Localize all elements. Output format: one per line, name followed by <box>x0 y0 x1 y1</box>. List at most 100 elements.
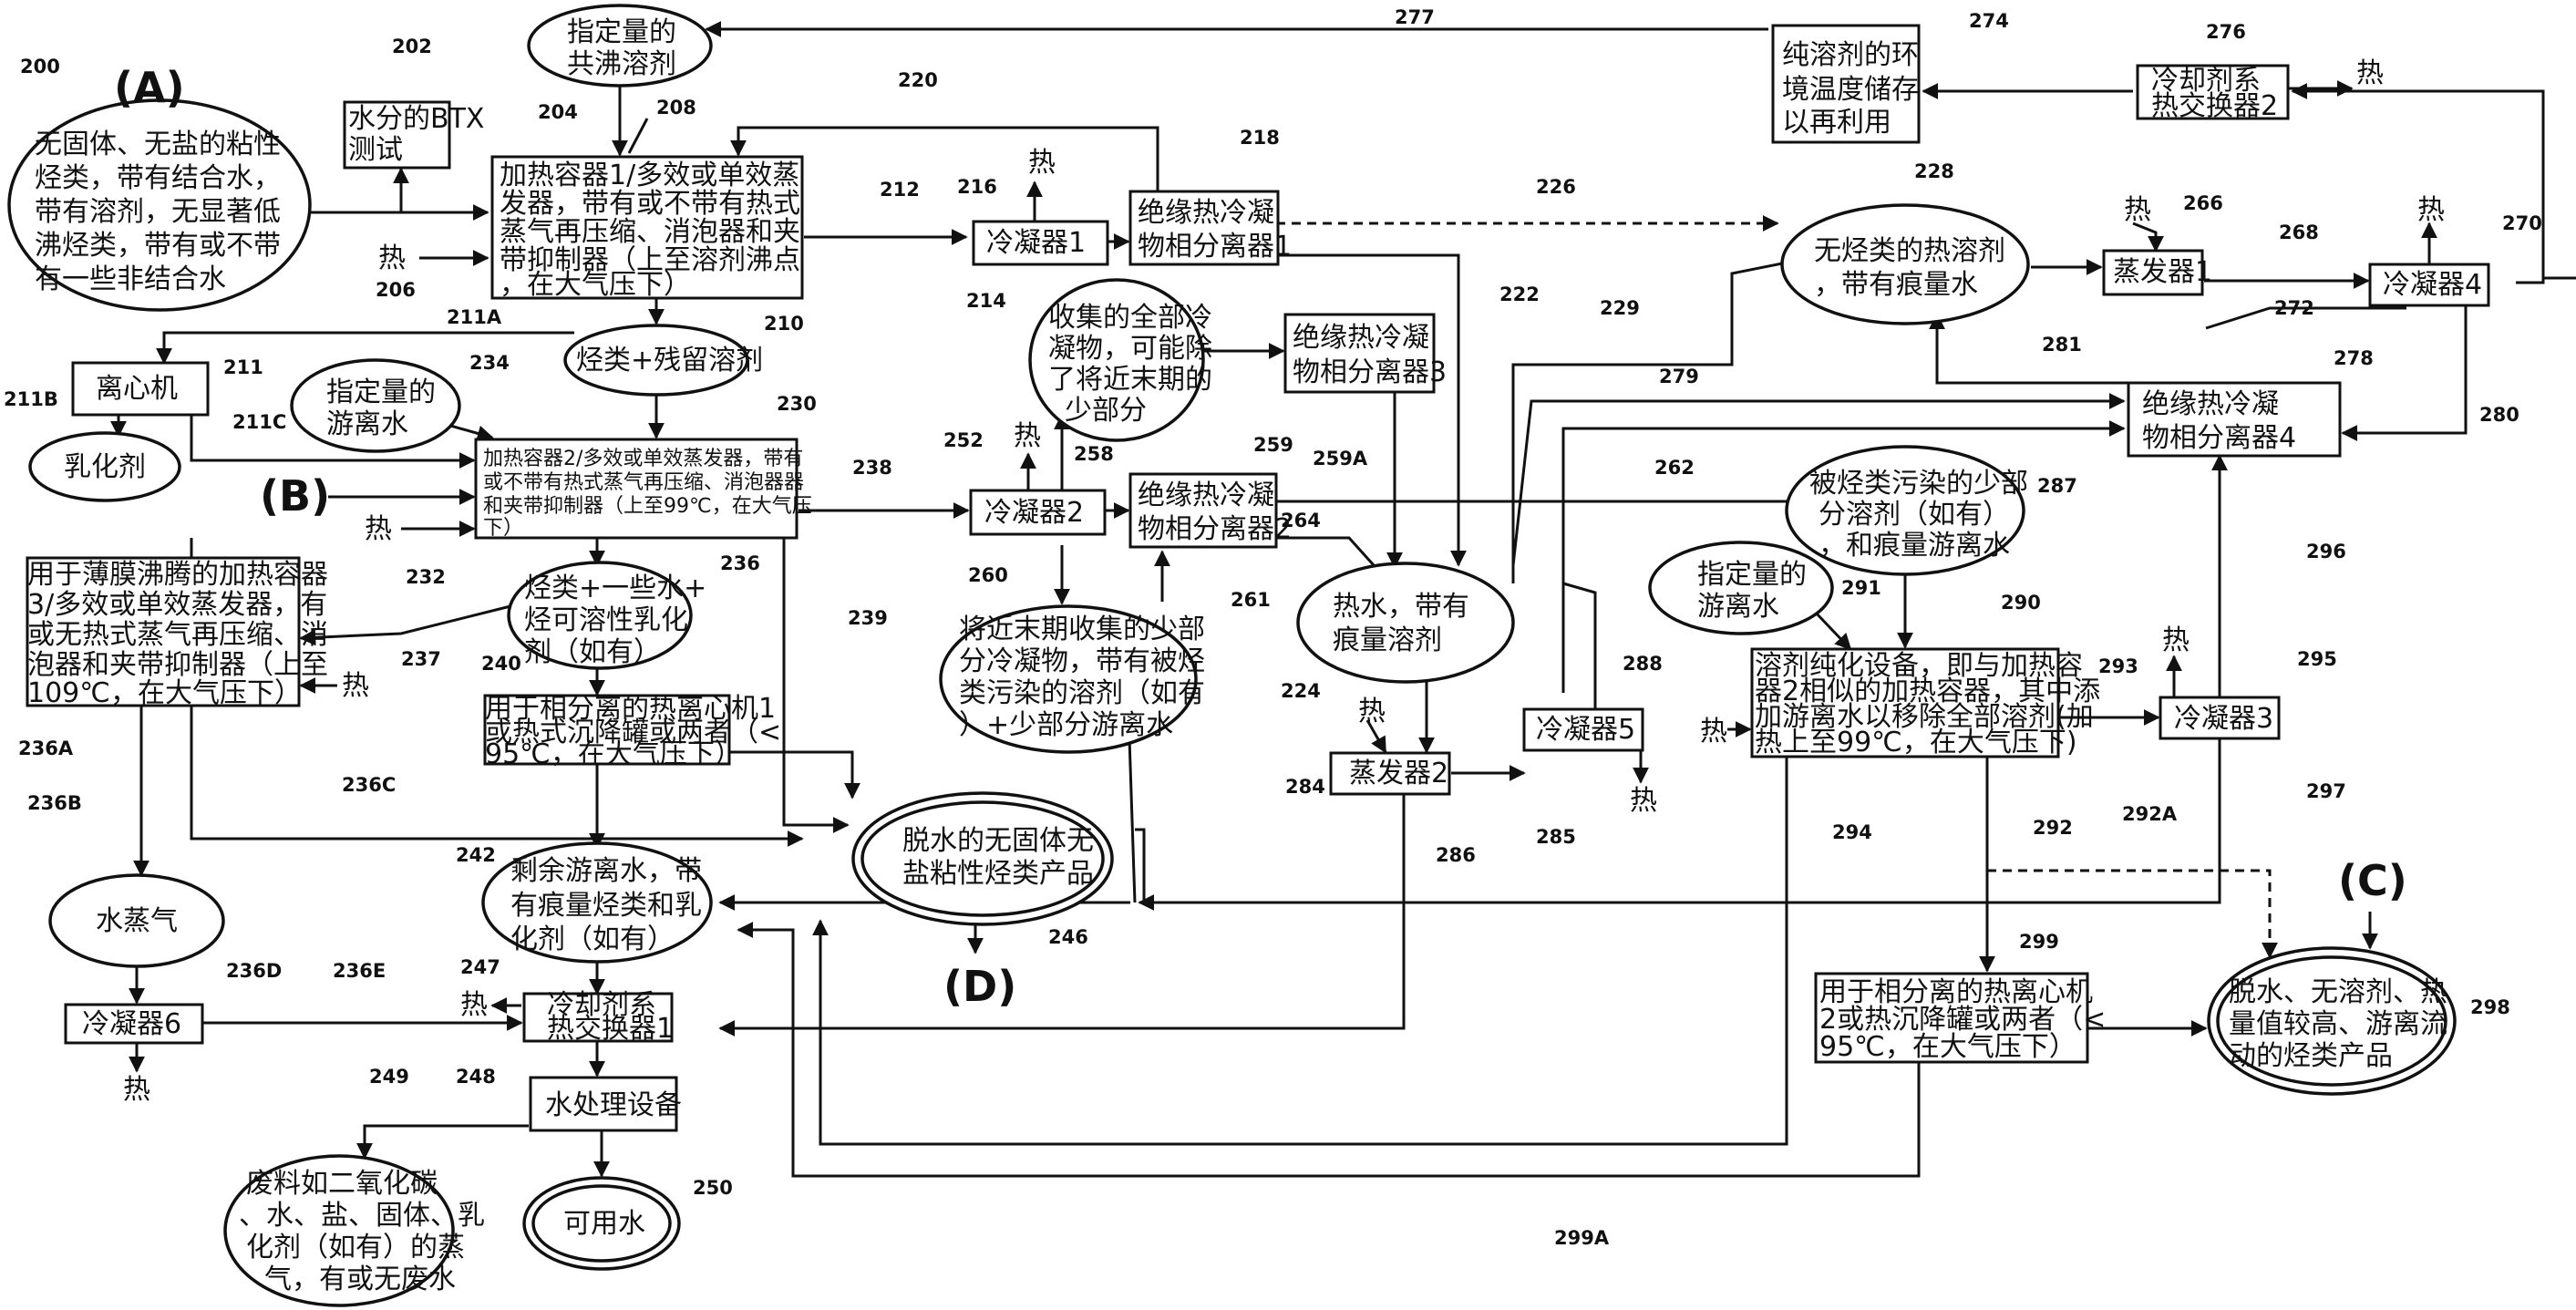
node-247-line-1: 冷却剂系 <box>547 989 656 1021</box>
flow-label-206: 206 <box>376 279 416 301</box>
flow-label-262: 262 <box>1654 457 1695 479</box>
node-298-line-3: 动的烃类产品 <box>2229 1040 2393 1072</box>
flow-label-229: 229 <box>1600 297 1640 319</box>
node-specified-solvent-line-2: 共沸溶剂 <box>567 48 676 80</box>
node-299: 用于相分离的热离心机 2或热沉降罐或两者（< 95℃，在大气压下） 299 <box>1814 931 2106 1064</box>
node-290-line-1: 溶剂纯化设备，即与加热容 <box>1755 650 2083 682</box>
flow-ref-labels: 206 208 211A 211C 212 216 220 222 226 22… <box>18 6 2519 1249</box>
flow-label-297: 297 <box>2306 780 2346 802</box>
node-259-line-2: 物相分离器3 <box>1293 356 1447 388</box>
node-228: 无烃类的热溶剂 ，带有痕量水 228 <box>1780 160 2030 325</box>
letter-B: (B) <box>260 471 330 521</box>
node-210-line-1: 烃类+残留溶剂 <box>576 345 763 376</box>
node-236-line-2: 烃可溶性乳化 <box>524 604 688 636</box>
node-252-ref: 252 <box>943 429 984 451</box>
node-film-boil-line-5: 109℃，在大气压下） <box>27 677 302 709</box>
node-204-line-4: 带抑制器（上至溶剂沸点 <box>500 244 800 276</box>
node-247-ref: 247 <box>460 956 500 978</box>
node-234-line-1: 指定量的 <box>326 376 436 408</box>
node-200-ref: 200 <box>20 56 60 77</box>
node-collect-all-line-4: 少部分 <box>1065 395 1147 427</box>
flow-label-293: 293 <box>2098 655 2138 677</box>
node-211B: 乳化剂 211B <box>4 388 181 502</box>
flow-label-237: 237 <box>401 648 441 670</box>
flow-label-296: 296 <box>2306 541 2346 562</box>
node-249-line-2: 、水、盐、固体、乳 <box>239 1200 485 1232</box>
flow-label-299A: 299A <box>1554 1227 1610 1249</box>
heat-label: 热 <box>2356 57 2384 89</box>
node-collect-all-line-2: 凝物，可能除 <box>1048 333 1212 365</box>
node-specified-solvent-line-1: 指定量的 <box>567 16 676 48</box>
flow-label-239: 239 <box>848 607 888 629</box>
node-299-line-1: 用于相分离的热离心机 <box>1819 976 2093 1008</box>
node-contaminated-line-2: 分溶剂（如有） <box>1819 499 2010 531</box>
node-248-line-1: 水处理设备 <box>545 1089 682 1121</box>
node-240: 用于相分离的热离心机1 或热式沉降罐或两者（< 95℃，在大气压下） 240 <box>481 653 781 770</box>
node-236D: 水蒸气 236D <box>48 873 282 982</box>
node-204-ref: 204 <box>538 101 578 123</box>
flow-label-236A: 236A <box>18 738 74 759</box>
flow-label-259A: 259A <box>1313 448 1368 469</box>
heat-label: 热 <box>460 989 488 1021</box>
node-250: 可用水 250 <box>522 1176 733 1271</box>
node-288-ref: 288 <box>1623 653 1663 675</box>
node-276: 冷却剂系 热交换器2 276 <box>2136 21 2290 122</box>
node-211B-ref: 211B <box>4 388 58 410</box>
node-284-line-1: 蒸发器2 <box>1349 758 1448 789</box>
node-210: 烃类+残留溶剂 210 <box>563 313 804 397</box>
node-248: 水处理设备 248 <box>456 1066 682 1132</box>
node-240-line-3: 95℃，在大气压下） <box>485 738 742 770</box>
node-210-ref: 210 <box>764 313 804 335</box>
heat-label: 热 <box>1700 716 1727 748</box>
node-284: 蒸发器2 284 <box>1285 751 1451 798</box>
node-specified-water-2: 指定量的 游离水 <box>1648 541 1834 635</box>
node-202-ref: 202 <box>392 36 432 57</box>
node-230-line-1: 加热容器2/多效或单效蒸发器，带有 <box>483 448 803 470</box>
node-246: 脱水的无固体无 盐粘性烃类产品 246 <box>851 791 1114 948</box>
node-film-boil-line-4: 泡器和夹带抑制器（上至 <box>27 649 328 681</box>
node-211: 离心机 211 <box>71 356 263 417</box>
node-234-ref: 234 <box>469 352 510 374</box>
node-specified-water-2-line-2: 游离水 <box>1697 591 1779 623</box>
flow-label-220: 220 <box>898 69 938 91</box>
node-230: 加热容器2/多效或单效蒸发器，带有 或不带有热式蒸气再压缩、消泡器器 和夹带抑制… <box>474 393 817 540</box>
node-274-ref: 274 <box>1969 10 2009 32</box>
node-246-line-2: 盐粘性烃类产品 <box>902 858 1094 890</box>
flow-label-208: 208 <box>656 97 696 119</box>
node-274-line-1: 纯溶剂的环 <box>1782 39 1919 71</box>
node-276-line-2: 热交换器2 <box>2151 90 2278 122</box>
heat-labels: 热 热 热 热 热 热 热 热 热 热 热 热 热 热 <box>123 57 2445 1106</box>
node-230-ref: 230 <box>777 393 817 415</box>
node-246-ref: 246 <box>1048 926 1088 948</box>
node-298: 脱水、无溶剂、热 量值较高、游离流 动的烃类产品 298 <box>2207 946 2510 1096</box>
node-249-line-4: 气，有或无废水 <box>264 1264 456 1295</box>
node-contaminated-solvent: 被烃类污染的少部 分溶剂（如有） ，和痕量游离水 <box>1785 445 2028 576</box>
node-230-line-4: 下） <box>483 517 523 540</box>
node-230-line-2: 或不带有热式蒸气再压缩、消泡器器 <box>483 471 804 494</box>
node-270-line-1: 冷凝器4 <box>2383 269 2482 301</box>
node-284-ref: 284 <box>1285 776 1325 798</box>
node-299-ref: 299 <box>2019 931 2059 953</box>
node-202-line-2: 测试 <box>348 134 403 166</box>
node-261-line-1: 绝缘热冷凝 <box>1138 480 1274 511</box>
node-274: 纯溶剂的环 境温度储存 以再利用 274 <box>1771 10 2009 144</box>
node-224-ref: 224 <box>1281 680 1321 702</box>
flow-label-291: 291 <box>1841 577 1881 599</box>
flow-label-292A: 292A <box>2122 803 2178 825</box>
node-266-line-1: 蒸发器1 <box>2113 256 2212 288</box>
node-260-line-4: ）+少部分游离水 <box>959 709 1173 741</box>
heat-label: 热 <box>1358 696 1386 727</box>
node-211B-line-1: 乳化剂 <box>64 451 146 483</box>
node-211-ref: 211 <box>223 356 263 378</box>
flow-label-211A: 211A <box>447 306 502 328</box>
node-274-line-3: 以再利用 <box>1782 107 1891 139</box>
node-246-line-1: 脱水的无固体无 <box>902 825 1094 857</box>
node-260-line-1: 将近末期收集的少部 <box>959 614 1205 645</box>
node-274-line-2: 境温度储存 <box>1782 74 1919 106</box>
node-252-line-1: 冷凝器2 <box>984 497 1084 529</box>
node-228-line-1: 无烃类的热溶剂 <box>1814 235 2005 267</box>
node-270-ref: 270 <box>2502 212 2542 234</box>
node-collect-all-line-3: 了将近末期的 <box>1048 364 1212 396</box>
node-214-ref: 214 <box>966 290 1006 312</box>
